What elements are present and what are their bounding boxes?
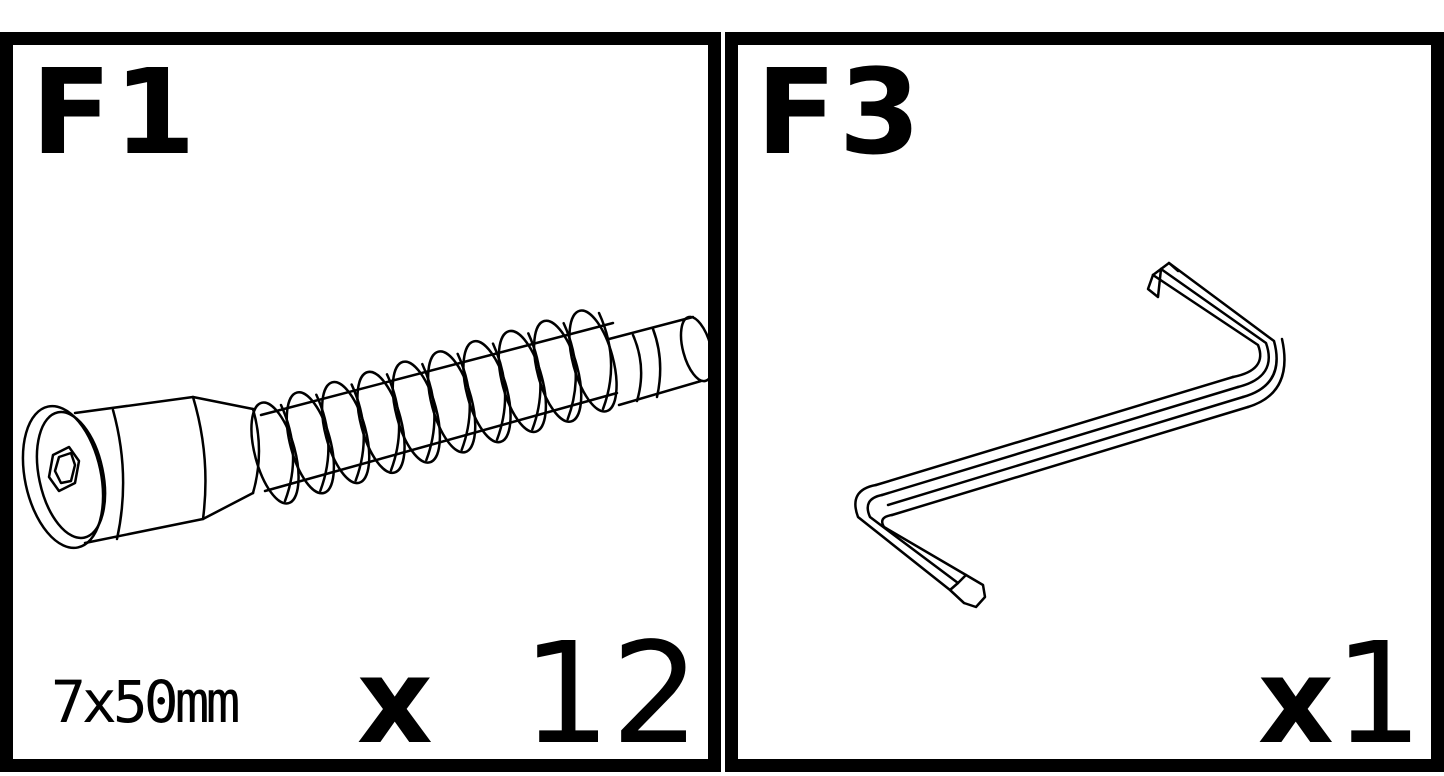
part-spec: 7x50mm: [51, 668, 241, 736]
quantity-prefix: x: [1257, 632, 1334, 770]
part-id-label: F3: [756, 43, 923, 181]
quantity-label: x 12: [357, 625, 700, 765]
part-id-label: F1: [31, 43, 198, 181]
part-panel-f3: F3 x1: [725, 32, 1444, 772]
quantity-value: 12: [521, 613, 700, 776]
quantity-prefix: x: [356, 632, 433, 770]
quantity-value: 1: [1333, 613, 1423, 776]
connector-bolt-icon: [21, 309, 713, 550]
part-panel-f1: F1 7x50mm x 12: [0, 32, 721, 772]
quantity-label: x1: [1258, 625, 1423, 765]
hex-key-icon: [854, 261, 1286, 609]
